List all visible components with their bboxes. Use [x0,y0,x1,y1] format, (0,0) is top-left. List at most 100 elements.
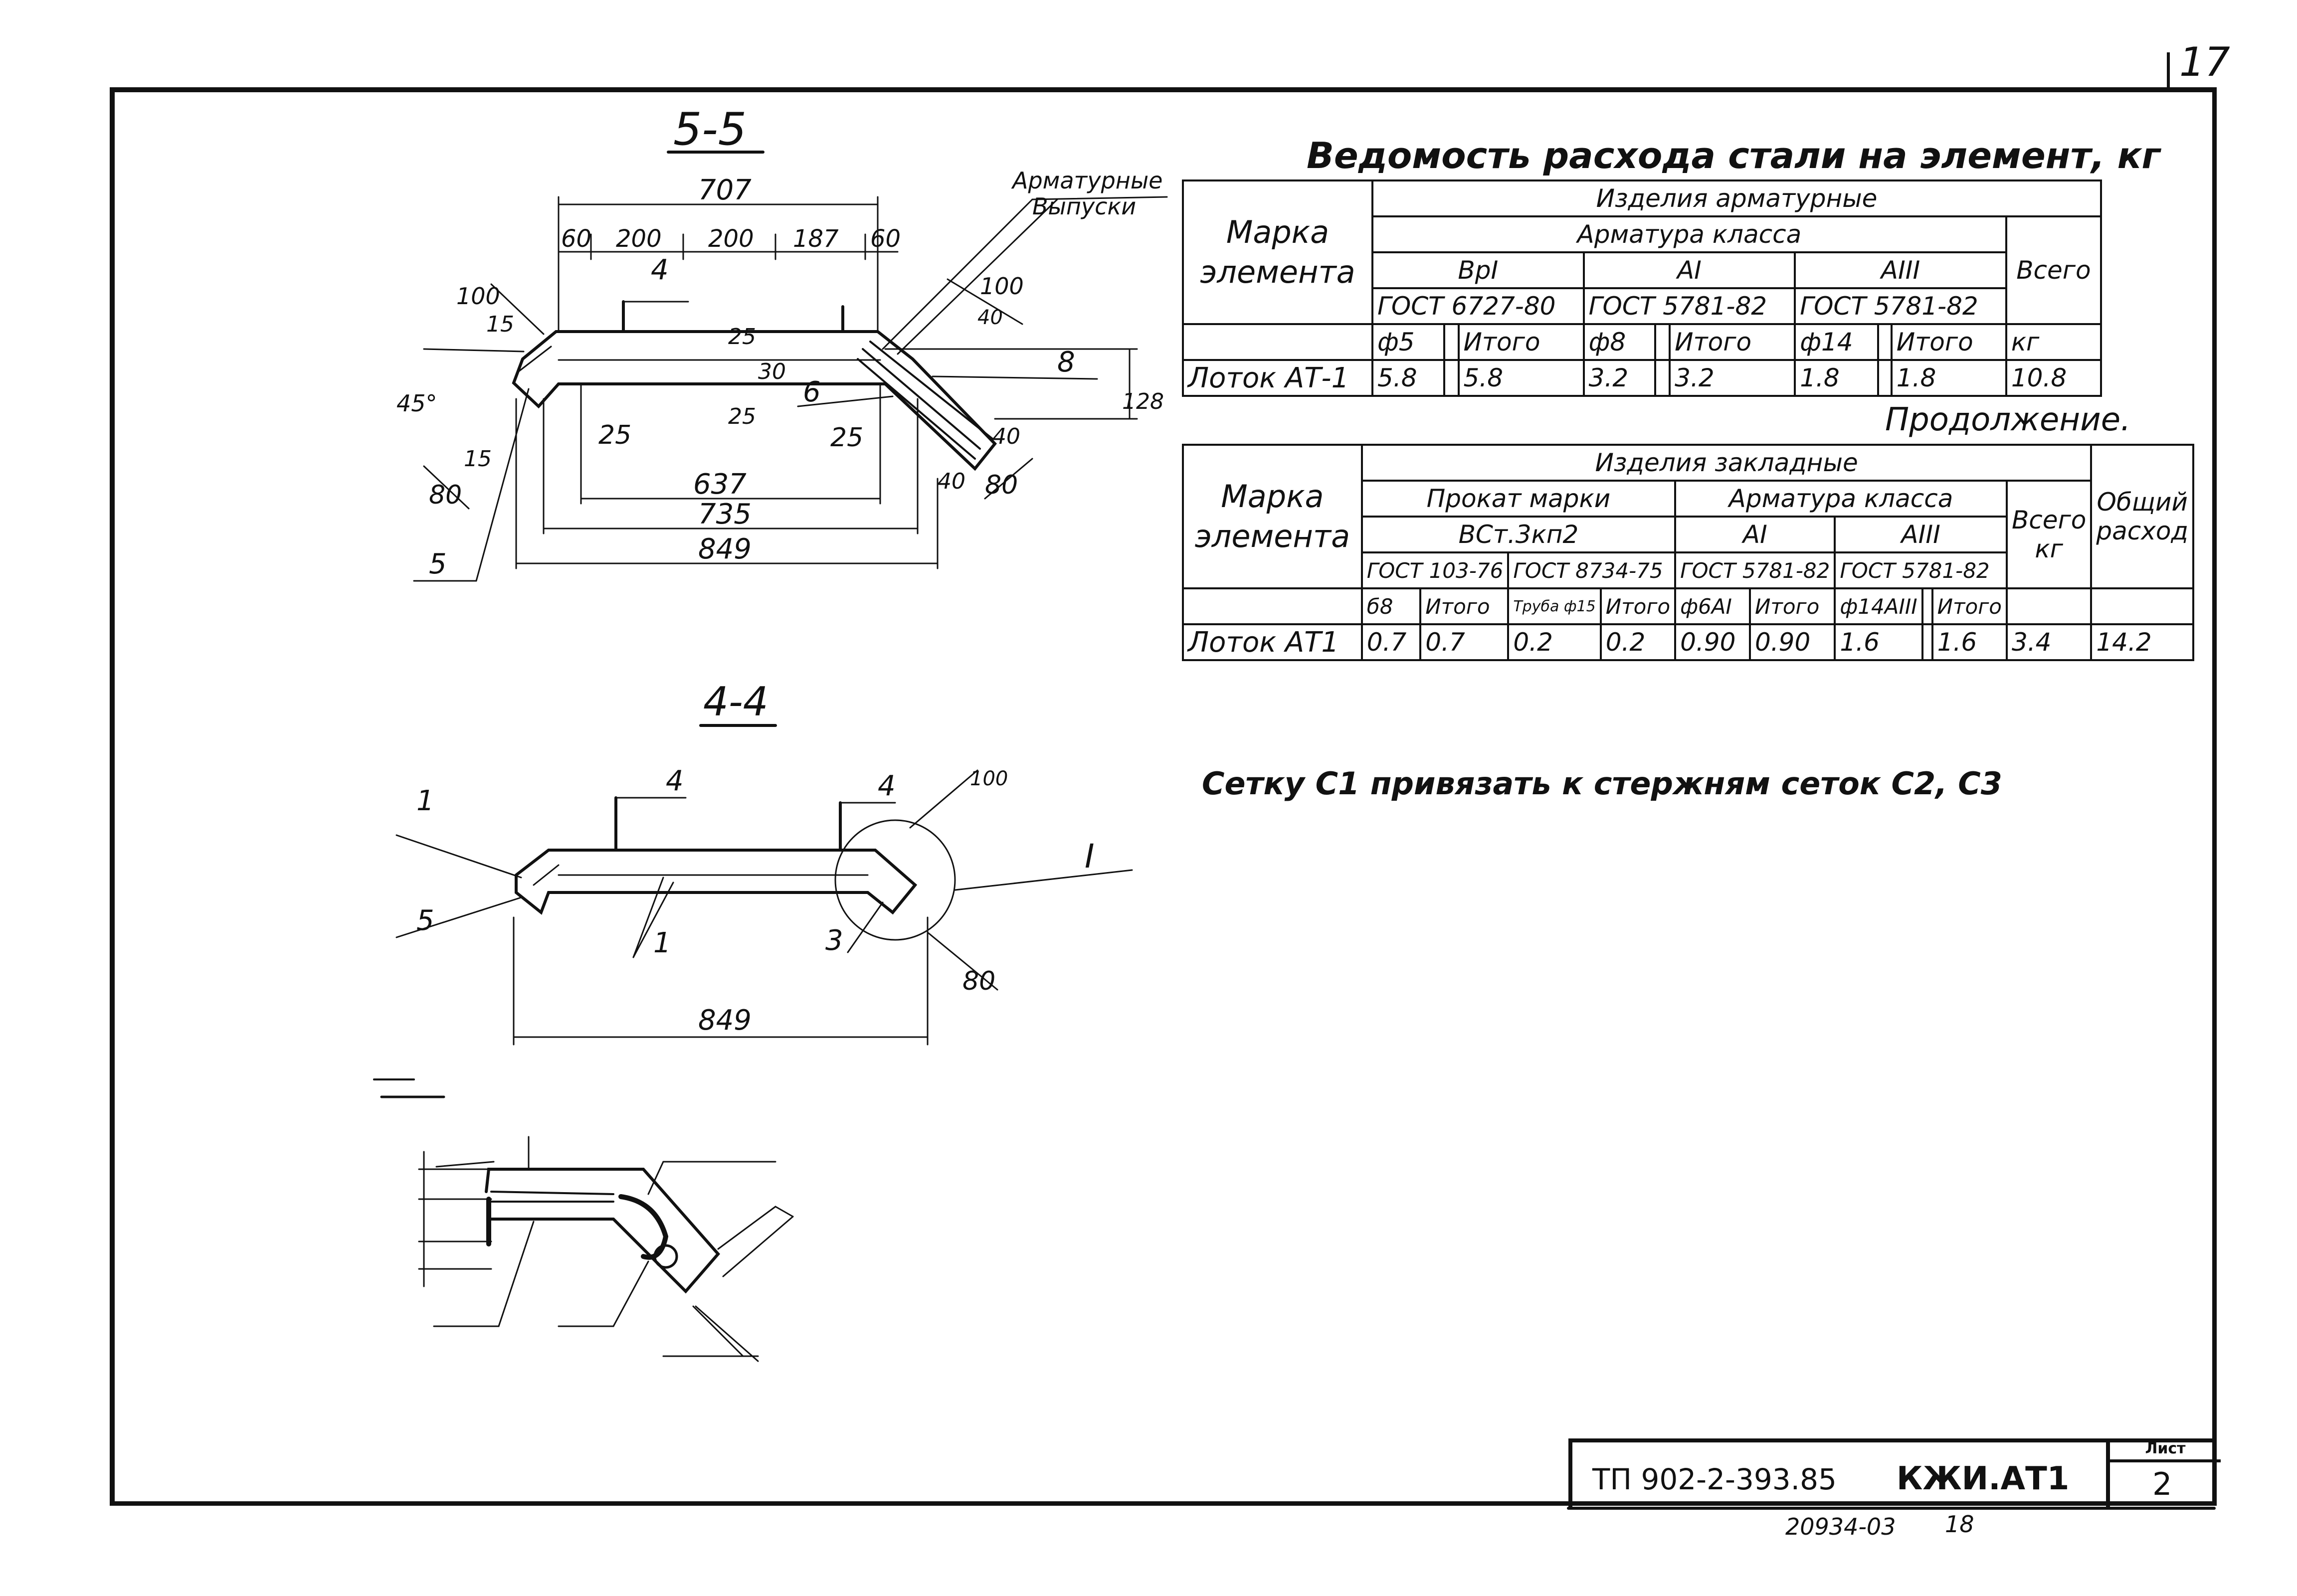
t2-rebar-class-0: AI [1674,516,1836,553]
t2-total-header: Всего кг [2005,480,2093,589]
section-5-5-title: 5-5 [673,103,747,156]
t1-cell-7 [1877,359,1893,397]
t1-row-label: Лоток АТ-1 [1182,359,1373,397]
dim-80-right: 80 [985,470,1018,500]
t2-cell-7 [1921,623,1933,661]
t2-cell-9: 3.4 [2005,623,2093,661]
steel-table-reinforcement: Марка элемента Изделия арматурные Армату… [1182,179,2103,397]
t2-cell-6: 1.6 [1834,623,1923,661]
t1-group-header: Изделия арматурные [1371,179,2102,217]
t2-marka-header: Марка элемента [1182,444,1363,589]
t2-gost-2: ГОСТ 5781-82 [1674,551,1836,589]
dim-200a: 200 [616,225,662,253]
stamp-sheet-label: Лист [2110,1438,2221,1462]
steel-table-embedded: Марка элемента Изделия закладные Общий р… [1182,444,2194,661]
t2-col-4: ф6АI [1674,587,1751,625]
dim-100-right: 100 [980,273,1024,300]
t1-col-3: ф8 [1582,323,1657,361]
section-4-4-title: 4-4 [703,679,768,725]
t1-cell-5: 3.2 [1669,359,1796,397]
dim-707: 707 [698,174,752,206]
dim-25a: 25 [598,420,631,450]
t1-cell-0: 5.8 [1371,359,1445,397]
section-4-4-drawing [395,724,1133,1046]
t1-class-0: ВрI [1371,251,1585,289]
dim-25d: 25 [728,404,756,429]
stamp-code: ТП 902-2-393.85 [1592,1462,1837,1496]
t2-col-2: Труба ф15 [1507,587,1602,625]
dim-100-s44: 100 [970,767,1008,790]
label-3-s44: 3 [825,924,843,957]
t2-overall-header: Общий расход [2090,444,2194,589]
t2-col-3: Итого [1599,587,1677,625]
dim-40-right: 40 [977,306,1003,329]
t2-rolled-grade: ВСт.3кп2 [1360,516,1677,553]
t2-rolled-header: Прокат марки [1360,480,1677,518]
dim-15-lower: 15 [464,446,492,472]
t1-col-6: ф14 [1794,323,1880,361]
dim-80-s44: 80 [962,966,995,996]
t2-col-7 [1921,587,1933,625]
t2-row-label: Лоток АТ1 [1182,623,1363,661]
t2-gost-0: ГОСТ 103-76 [1360,551,1510,589]
label-8-s55: 8 [1057,346,1075,378]
t2-cell-4: 0.90 [1674,623,1751,661]
t1-marka-header: Марка элемента [1182,179,1373,325]
mesh-note: Сетку С1 привязать к стержням сеток С2, … [1202,765,2002,802]
t1-col-5: Итого [1669,323,1796,361]
t1-col-7 [1877,323,1893,361]
t1-col-1 [1443,323,1460,361]
label-5-s44: 5 [416,904,434,937]
t2-col-0: б8 [1360,587,1422,625]
t2-rebar-header: Арматура класса [1674,480,2008,518]
t1-cell-8: 1.8 [1890,359,2007,397]
dim-25c: 25 [728,324,756,350]
continuation-label: Продолжение. [1885,401,2131,438]
t2-rebar-class-1: AIII [1834,516,2008,553]
dim-25b: 25 [830,423,863,453]
t2-col-1: Итого [1419,587,1510,625]
t1-cell-4 [1654,359,1671,397]
t2-cell-0: 0.7 [1360,623,1422,661]
t2-gost-3: ГОСТ 5781-82 [1834,551,2008,589]
t2-cell-2: 0.2 [1507,623,1602,661]
t1-gost-1: ГОСТ 5781-82 [1582,287,1796,325]
dim-40b: 40 [992,424,1020,449]
t1-empty-cell [1182,323,1373,361]
t2-cell-10: 14.2 [2090,623,2194,661]
dim-128: 128 [1122,389,1164,414]
title-block: ТП 902-2-393.85 КЖИ.АТ1 Лист 2 [1568,1438,2221,1508]
dim-849: 849 [698,533,752,565]
t1-class-header: Арматура класса [1371,215,2007,253]
dim-40c: 40 [938,469,965,494]
t1-col-4 [1654,323,1671,361]
sheet-frame [110,87,2217,1506]
t2-cell-1: 0.7 [1419,623,1510,661]
dim-15-left: 15 [486,312,514,337]
t1-gost-0: ГОСТ 6727-80 [1371,287,1585,325]
label-6-s55: 6 [803,376,821,408]
stamp-sheet-number: 2 [2152,1466,2172,1502]
t1-col-2: Итого [1457,323,1585,361]
t1-cell-9: 10.8 [2005,359,2103,397]
t1-col-0: ф5 [1371,323,1445,361]
t2-cell-3: 0.2 [1599,623,1677,661]
t1-cell-2: 5.8 [1457,359,1585,397]
t1-cell-6: 1.8 [1794,359,1880,397]
dim-849-s44: 849 [698,1004,752,1037]
t1-cell-3: 3.2 [1582,359,1657,397]
callout-line-2: Выпуски [1032,193,1136,220]
t1-gost-2: ГОСТ 5781-82 [1794,287,2007,325]
label-5-s55: 5 [429,548,447,580]
dim-187: 187 [793,225,839,253]
t2-cell-8: 1.6 [1931,623,2008,661]
dim-200b: 200 [708,225,754,253]
t1-total-header: Всего [2005,215,2103,325]
label-1-s44: 1 [416,785,434,817]
section-5-5-drawing [413,151,1168,582]
t2-col-6: ф14АIII [1834,587,1923,625]
dim-45-deg: 45° [396,390,437,417]
stamp-bottom-number: 18 [1945,1511,1974,1538]
t1-class-1: AI [1582,251,1796,289]
